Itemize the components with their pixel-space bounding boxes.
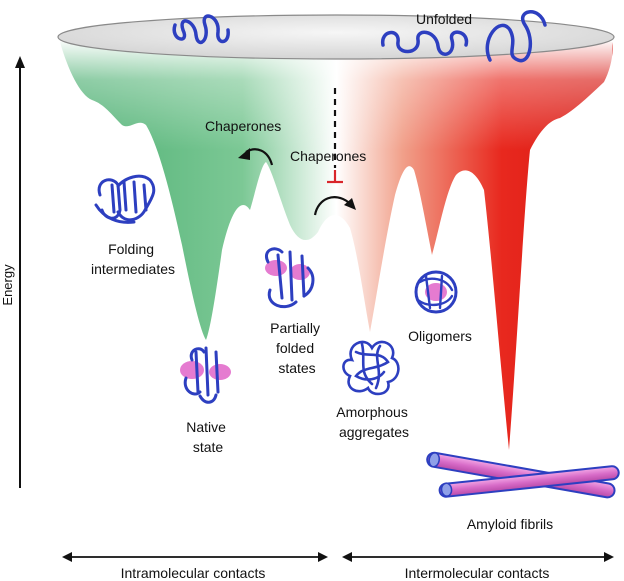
intermolecular-axis	[342, 552, 614, 562]
amyloid-fibril-icon	[426, 451, 620, 499]
chaperone-arrow-right	[313, 196, 356, 216]
label-unfolded: Unfolded	[416, 11, 472, 27]
energy-funnel	[57, 14, 615, 450]
label-intramolecular-contacts: Intramolecular contacts	[121, 565, 266, 581]
label-energy-axis: Energy	[0, 264, 15, 306]
label-amyloid-fibrils: Amyloid fibrils	[467, 516, 553, 532]
label-amorphous-aggregates: Amorphous aggregates	[336, 404, 411, 440]
native-state-protein-icon	[180, 346, 231, 404]
chaperone-arrow-left	[238, 148, 274, 166]
label-chaperones-center: Chaperones	[290, 148, 366, 164]
folding-intermediate-protein-icon	[94, 174, 156, 224]
amorphous-aggregate-icon	[342, 340, 400, 396]
label-oligomers: Oligomers	[408, 328, 472, 344]
label-native-state: Native state	[186, 419, 230, 455]
unfolded-protein-center	[381, 30, 469, 56]
unfolded-protein-left	[172, 14, 230, 45]
label-chaperones-left: Chaperones	[205, 118, 281, 134]
intramolecular-axis	[62, 552, 328, 562]
label-partially-folded-states: Partially folded states	[270, 320, 324, 376]
oligomer-icon	[414, 270, 458, 314]
label-intermolecular-contacts: Intermolecular contacts	[405, 565, 550, 581]
partially-folded-protein-icon	[265, 247, 315, 309]
inhibition-mark	[327, 170, 343, 184]
unfolded-protein-right	[485, 10, 547, 63]
energy-axis	[15, 56, 25, 488]
label-folding-intermediates: Folding intermediates	[91, 241, 175, 277]
